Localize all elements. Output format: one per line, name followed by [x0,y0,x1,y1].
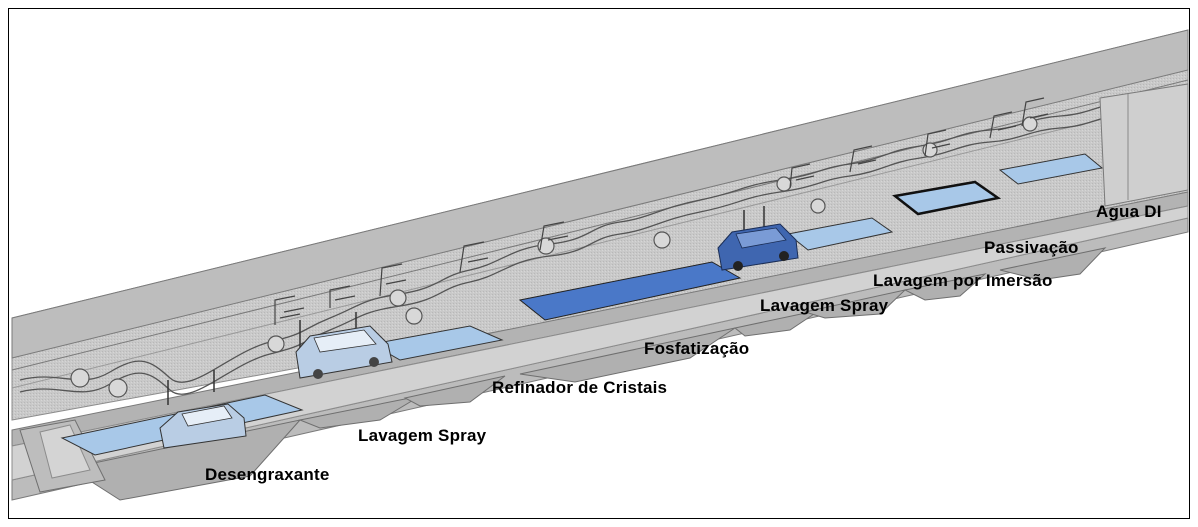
bath-fosfatizacao [518,261,742,321]
car-lavagem-spray-1 [295,325,393,379]
bath-agua-di [998,153,1104,185]
spray-racks [274,97,1049,325]
car-fosfatizacao [717,223,799,271]
stage-label-lavagem-imersao: Lavagem por Imersão [873,271,1053,290]
car-desengraxante [159,403,247,449]
conveyor-track [19,99,1131,395]
stage-label-lavagem-spray-1: Lavagem Spray [358,426,487,445]
bath-lavagem-imersao [786,217,894,251]
stage-label-refinador: Refinador de Cristais [492,378,668,397]
tunnel-roof [11,29,1189,359]
bath-passivacao [892,180,1002,216]
stage-label-agua-di: Agua DI [1096,202,1162,221]
stage-label-passivacao: Passivação [984,238,1079,257]
stage-label-fosfatizacao: Fosfatização [644,339,750,358]
conveyor-rollers [70,116,1038,398]
stage-label-desengraxante: Desengraxante [205,465,330,484]
stage-label-lavagem-spray-2: Lavagem Spray [760,296,889,315]
